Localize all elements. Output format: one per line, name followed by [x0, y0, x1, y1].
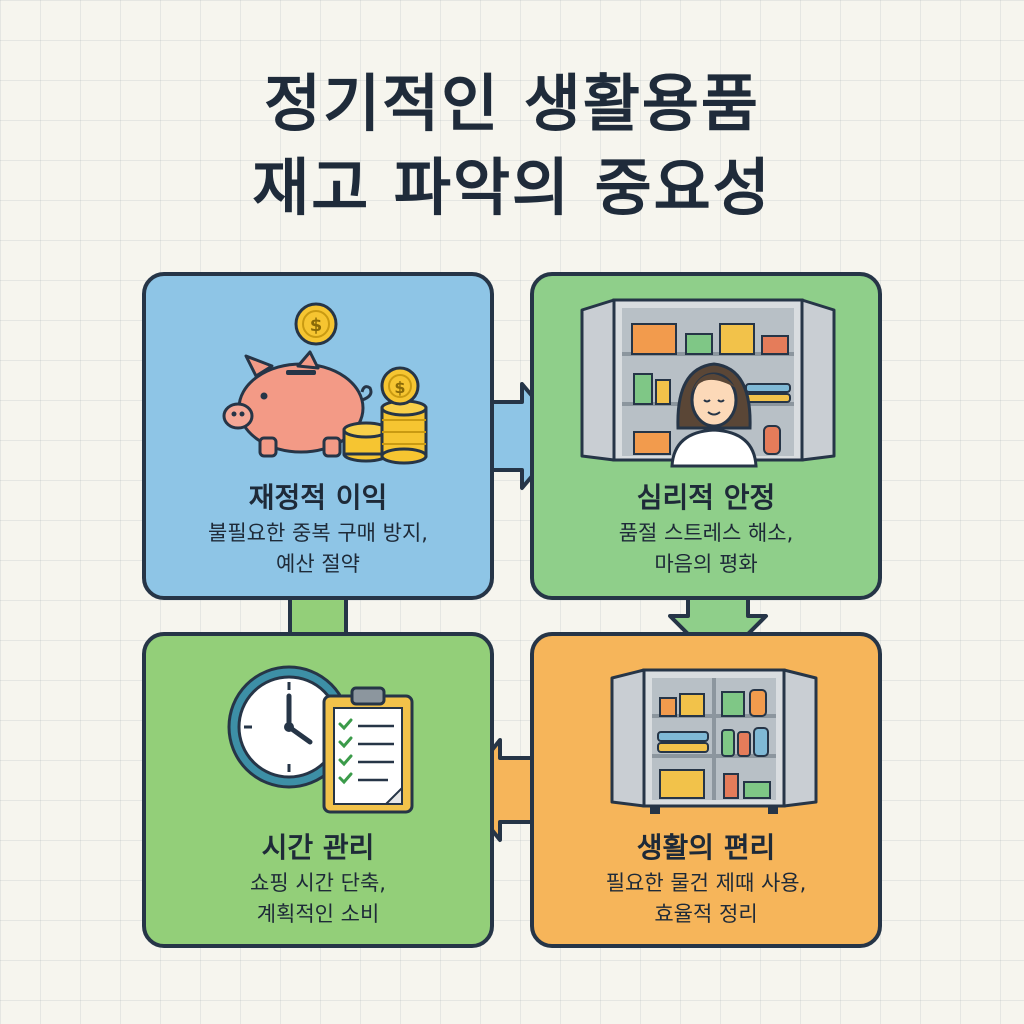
card-time-title: 시간 관리: [261, 831, 375, 864]
card-financial-desc: 불필요한 중복 구매 방지, 예산 절약: [146, 518, 490, 580]
card-financial-desc-line1: 불필요한 중복 구매 방지,: [208, 521, 428, 545]
card-psychological-desc: 품절 스트레스 해소, 마음의 평화: [534, 518, 878, 580]
svg-text:$: $: [394, 378, 405, 397]
svg-text:$: $: [310, 315, 323, 336]
card-psychological-stability: 심리적 안정 품절 스트레스 해소, 마음의 평화: [530, 272, 882, 600]
card-convenience-title: 생활의 편리: [636, 831, 776, 864]
pantry-cabinet-icon: [580, 298, 836, 462]
clock-icon: [227, 665, 351, 789]
coin-stack-icon: $: [342, 366, 428, 465]
card-convenience-desc-line2: 효율적 정리: [654, 902, 758, 926]
card-psychological-desc-line2: 마음의 평화: [654, 552, 758, 576]
card-time-management: 시간 관리 쇼핑 시간 단축, 계획적인 소비: [142, 632, 494, 948]
title-line-1: 정기적인 생활용품: [264, 67, 760, 140]
card-time-desc: 쇼핑 시간 단축, 계획적인 소비: [146, 868, 490, 930]
card-time-desc-line1: 쇼핑 시간 단축,: [250, 871, 386, 895]
card-financial-desc-line2: 예산 절약: [276, 552, 360, 576]
card-psychological-title: 심리적 안정: [636, 481, 776, 514]
card-life-convenience: 생활의 편리 필요한 물건 제때 사용, 효율적 정리: [530, 632, 882, 948]
card-financial-benefit: $ $ 재정적 이익 불필요한 중복 구매 방지, 예산 절약: [142, 272, 494, 600]
title-line-2: 재고 파악의 중요성: [252, 151, 772, 224]
card-convenience-desc-line1: 필요한 물건 제때 사용,: [605, 871, 807, 895]
card-psychological-desc-line1: 품절 스트레스 해소,: [618, 521, 794, 545]
card-convenience-desc: 필요한 물건 제때 사용, 효율적 정리: [534, 868, 878, 930]
connector-left: [288, 594, 348, 638]
organized-cabinet-icon: [610, 668, 818, 814]
page-title: 정기적인 생활용품 재고 파악의 중요성: [0, 62, 1024, 230]
checklist-clipboard-icon: [322, 686, 414, 814]
piggy-bank-icon: $: [222, 302, 373, 458]
person-icon: [670, 362, 758, 468]
card-financial-title: 재정적 이익: [248, 481, 388, 514]
card-time-desc-line2: 계획적인 소비: [256, 902, 380, 926]
